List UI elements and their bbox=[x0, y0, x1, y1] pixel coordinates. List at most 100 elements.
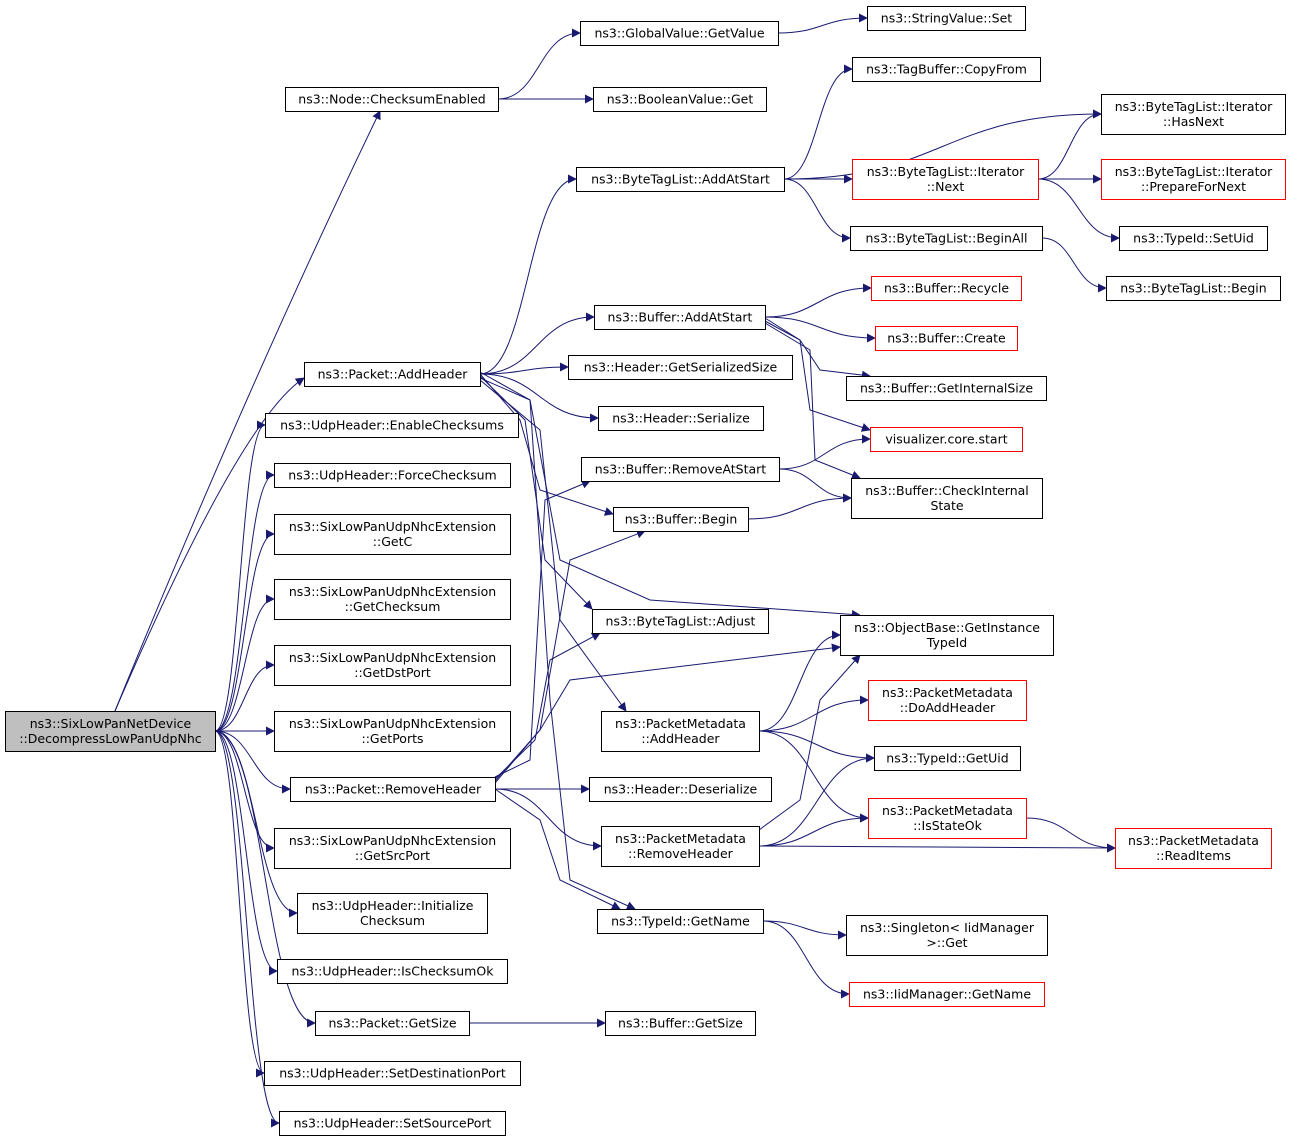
node-label: ns3::SixLowPanUdpNhcExtension bbox=[289, 716, 496, 731]
node-header_getserializedsize[interactable]: ns3::Header::GetSerializedSize bbox=[568, 355, 793, 380]
node-label: ns3::UdpHeader::ForceChecksum bbox=[288, 468, 496, 483]
node-packetmetadata_addheader[interactable]: ns3::PacketMetadata::AddHeader bbox=[601, 711, 760, 752]
node-label: ns3::UdpHeader::SetDestinationPort bbox=[279, 1066, 506, 1081]
node-buffer_getsize[interactable]: ns3::Buffer::GetSize bbox=[605, 1011, 756, 1036]
node-packet_getsize[interactable]: ns3::Packet::GetSize bbox=[315, 1011, 470, 1036]
node-label: ::RemoveHeader bbox=[628, 846, 734, 861]
node-box bbox=[576, 167, 785, 192]
node-packet_addheader[interactable]: ns3::Packet::AddHeader bbox=[304, 362, 481, 387]
node-box bbox=[304, 362, 481, 387]
node-header_deserialize[interactable]: ns3::Header::Deserialize bbox=[589, 777, 772, 802]
node-bytetaglist_adjust[interactable]: ns3::ByteTagList::Adjust bbox=[592, 609, 769, 634]
node-udpheader_forcechecksum[interactable]: ns3::UdpHeader::ForceChecksum bbox=[274, 463, 511, 488]
node-label: ns3::TypeId::GetUid bbox=[886, 751, 1008, 766]
node-packetmetadata_doaddheader[interactable]: ns3::PacketMetadata::DoAddHeader bbox=[868, 680, 1027, 721]
node-nhc_getsrcport[interactable]: ns3::SixLowPanUdpNhcExtension::GetSrcPor… bbox=[274, 828, 511, 869]
node-box bbox=[589, 777, 772, 802]
node-label: ns3::SixLowPanNetDevice bbox=[30, 716, 192, 731]
node-box bbox=[285, 87, 499, 112]
node-udpheader_enablechecksums[interactable]: ns3::UdpHeader::EnableChecksums bbox=[265, 413, 519, 438]
node-label: ns3::ByteTagList::AddAtStart bbox=[591, 172, 770, 187]
node-nhc_getchecksum[interactable]: ns3::SixLowPanUdpNhcExtension::GetChecks… bbox=[274, 579, 511, 620]
node-bytetaglist_addatstart[interactable]: ns3::ByteTagList::AddAtStart bbox=[576, 167, 785, 192]
node-label: ns3::Buffer::AddAtStart bbox=[608, 310, 753, 325]
node-label: ns3::Header::Serialize bbox=[612, 411, 750, 426]
node-nhc_getports[interactable]: ns3::SixLowPanUdpNhcExtension::GetPorts bbox=[274, 711, 511, 752]
node-nhc_getdstport[interactable]: ns3::SixLowPanUdpNhcExtension::GetDstPor… bbox=[274, 645, 511, 686]
node-booleanvalue_get[interactable]: ns3::BooleanValue::Get bbox=[593, 87, 767, 112]
node-singleton_iidmanager_get[interactable]: ns3::Singleton< IidManager>::Get bbox=[846, 915, 1048, 956]
node-bytetaglist_iterator_next[interactable]: ns3::ByteTagList::Iterator::Next bbox=[852, 159, 1039, 200]
node-box bbox=[274, 579, 511, 620]
node-checksum_enabled[interactable]: ns3::Node::ChecksumEnabled bbox=[285, 87, 499, 112]
edge-packetmetadata_addheader-to-typeid_getuid bbox=[758, 730, 875, 763]
edge-packetmetadata_isstateok-to-packetmetadata_readitems bbox=[1025, 817, 1116, 853]
node-typeid_setuid[interactable]: ns3::TypeId::SetUid bbox=[1119, 226, 1268, 251]
edge-root-to-udpheader_forcechecksum bbox=[214, 470, 275, 732]
node-header_serialize[interactable]: ns3::Header::Serialize bbox=[598, 406, 764, 431]
node-buffer_create[interactable]: ns3::Buffer::Create bbox=[875, 326, 1018, 351]
node-tagbuffer_copyfrom[interactable]: ns3::TagBuffer::CopyFrom bbox=[852, 57, 1041, 82]
edge-packetmetadata_addheader-to-objectbase_getinstancetypeid bbox=[758, 630, 841, 732]
edge-checksum_enabled-to-globalvalue_getvalue bbox=[497, 28, 581, 100]
node-label: ns3::Header::Deserialize bbox=[604, 782, 758, 797]
edge-root-to-udpheader_setsourceport bbox=[214, 730, 280, 1128]
edge-packet_removeheader-to-buffer_begin bbox=[494, 529, 646, 782]
node-label: ns3::ByteTagList::Iterator bbox=[1115, 164, 1273, 179]
node-label: Checksum bbox=[360, 913, 425, 928]
node-globalvalue_getvalue[interactable]: ns3::GlobalValue::GetValue bbox=[580, 21, 779, 46]
node-label: >::Get bbox=[926, 935, 967, 950]
node-label: ns3::Buffer::GetSize bbox=[618, 1016, 743, 1031]
node-packet_removeheader[interactable]: ns3::Packet::RemoveHeader bbox=[290, 777, 496, 802]
edge-packet_removeheader-to-objectbase_getinstancetypeid bbox=[494, 643, 841, 784]
node-box bbox=[274, 828, 511, 869]
node-stringvalue_set[interactable]: ns3::StringValue::Set bbox=[867, 6, 1026, 31]
node-udpheader_setsourceport[interactable]: ns3::UdpHeader::SetSourcePort bbox=[279, 1111, 506, 1136]
node-label: ::PrepareForNext bbox=[1141, 179, 1246, 194]
node-buffer_addatstart[interactable]: ns3::Buffer::AddAtStart bbox=[594, 305, 766, 330]
node-nhc_getc[interactable]: ns3::SixLowPanUdpNhcExtension::GetC bbox=[274, 514, 511, 555]
node-box bbox=[1101, 94, 1286, 135]
node-label: ::ReadItems bbox=[1156, 848, 1231, 863]
node-root[interactable]: ns3::SixLowPanNetDevice::DecompressLowPa… bbox=[5, 711, 216, 752]
edge-root-to-nhc_getsrcport bbox=[214, 730, 275, 853]
node-udpheader_setdestinationport[interactable]: ns3::UdpHeader::SetDestinationPort bbox=[264, 1061, 521, 1086]
node-visualizer_core_start[interactable]: visualizer.core.start bbox=[870, 427, 1023, 452]
edge-bytetaglist_addatstart-to-bytetaglist_iterator_hasnext bbox=[783, 109, 1102, 180]
node-bytetaglist_begin[interactable]: ns3::ByteTagList::Begin bbox=[1106, 276, 1281, 301]
edge-packetmetadata_removeheader-to-typeid_getuid bbox=[758, 753, 875, 847]
node-label: TypeId bbox=[926, 635, 967, 650]
node-label: ns3::PacketMetadata bbox=[615, 831, 746, 846]
node-buffer_recycle[interactable]: ns3::Buffer::Recycle bbox=[871, 276, 1022, 301]
node-label: ns3::BooleanValue::Get bbox=[607, 92, 754, 107]
edges-layer bbox=[114, 13, 1120, 1128]
node-label: ::DoAddHeader bbox=[900, 700, 996, 715]
node-box bbox=[871, 276, 1022, 301]
node-box bbox=[274, 645, 511, 686]
node-buffer_removeatstart[interactable]: ns3::Buffer::RemoveAtStart bbox=[581, 457, 780, 482]
node-label: ns3::UdpHeader::IsChecksumOk bbox=[292, 964, 495, 979]
node-udpheader_ischecksumok[interactable]: ns3::UdpHeader::IsChecksumOk bbox=[277, 959, 508, 984]
node-buffer_begin[interactable]: ns3::Buffer::Begin bbox=[613, 507, 749, 532]
node-bytetaglist_iterator_hasnext[interactable]: ns3::ByteTagList::Iterator::HasNext bbox=[1101, 94, 1286, 135]
node-bytetaglist_iterator_prepare[interactable]: ns3::ByteTagList::Iterator::PrepareForNe… bbox=[1101, 159, 1286, 200]
node-bytetaglist_beginall[interactable]: ns3::ByteTagList::BeginAll bbox=[850, 226, 1043, 251]
node-label: ns3::SixLowPanUdpNhcExtension bbox=[289, 833, 496, 848]
node-packetmetadata_readitems[interactable]: ns3::PacketMetadata::ReadItems bbox=[1115, 828, 1272, 869]
node-packetmetadata_isstateok[interactable]: ns3::PacketMetadata::IsStateOk bbox=[868, 798, 1027, 839]
node-box bbox=[274, 463, 511, 488]
node-box bbox=[264, 1061, 521, 1086]
node-box bbox=[274, 514, 511, 555]
node-box bbox=[568, 355, 793, 380]
node-typeid_getname[interactable]: ns3::TypeId::GetName bbox=[597, 909, 764, 934]
node-typeid_getuid[interactable]: ns3::TypeId::GetUid bbox=[874, 746, 1021, 771]
node-label: ::GetDstPort bbox=[354, 665, 431, 680]
node-iidmanager_getname[interactable]: ns3::IidManager::GetName bbox=[849, 982, 1045, 1007]
edge-root-to-packet_removeheader bbox=[214, 730, 291, 794]
node-packetmetadata_removeheader[interactable]: ns3::PacketMetadata::RemoveHeader bbox=[601, 826, 760, 867]
node-buffer_getinternalsize[interactable]: ns3::Buffer::GetInternalSize bbox=[846, 376, 1047, 401]
